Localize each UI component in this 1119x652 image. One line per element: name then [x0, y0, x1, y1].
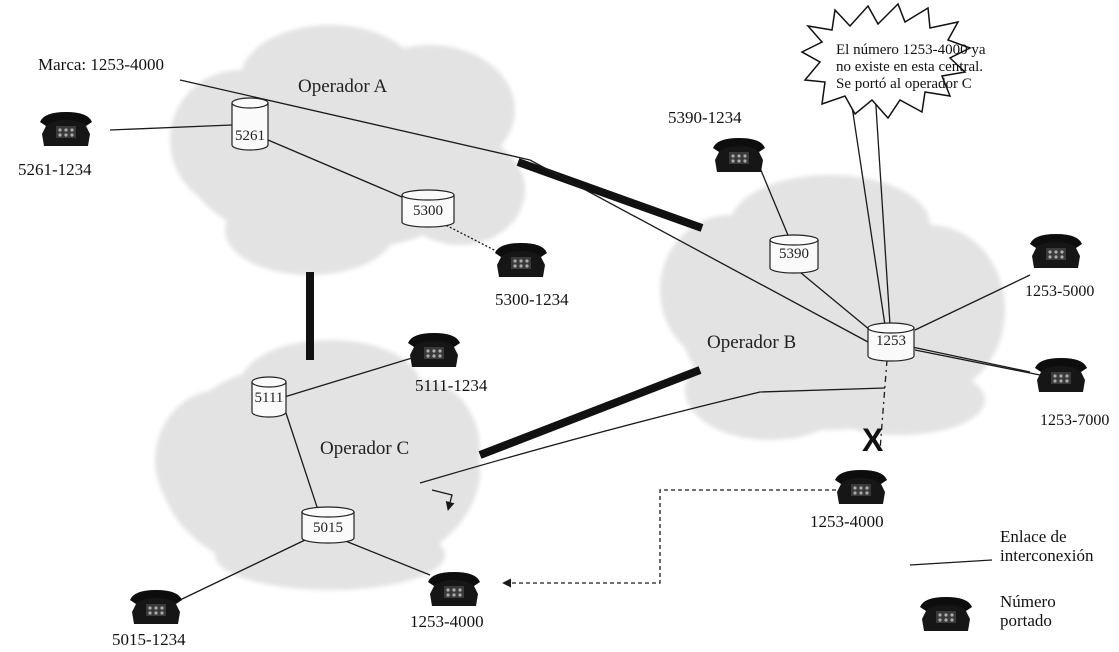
cloud-operador-b: [660, 175, 1005, 440]
port-route: [419, 387, 886, 484]
phone-label-1253-4000-original: 1253-4000: [810, 512, 884, 531]
phone-label-1253-4000-ported: 1253-4000: [410, 612, 484, 631]
callout-line-3: Se portó al operador C: [836, 76, 972, 92]
link-break-mark: X: [862, 422, 884, 458]
callout-line-1: El número 1253-4000 ya: [836, 42, 986, 58]
switch-label-5390: 5390: [779, 246, 809, 262]
callout-burst: [800, 2, 972, 120]
phone-label-5111-1234: 5111-1234: [415, 376, 488, 395]
cloud-label-operador-b: Operador B: [707, 332, 797, 353]
legend-ported-line-1: Número: [1000, 592, 1056, 611]
phone-icon: [495, 243, 547, 277]
callout-line-2: no existe en esta central.: [836, 59, 984, 75]
phone-icon: [408, 333, 460, 367]
switch-label-5300: 5300: [413, 203, 443, 219]
cloud-operador-c: [155, 340, 480, 590]
dial-route: [179, 79, 869, 343]
legend-line: [909, 559, 993, 566]
phone-label-5261-1234: 5261-1234: [18, 160, 92, 179]
cloud-operador-a: [170, 25, 525, 275]
legend-link-line-2: interconexión: [1000, 546, 1094, 565]
phone-icon: [713, 138, 765, 172]
switch-label-5015: 5015: [313, 520, 343, 536]
phone-label-1253-5000: 1253-5000: [1025, 283, 1095, 300]
switch-5015: [301, 506, 355, 544]
phone-label-5390-1234: 5390-1234: [668, 108, 742, 127]
connection-lines: [109, 59, 1041, 601]
switch-label-5111: 5111: [254, 390, 284, 406]
phone-label-5015-1234: 5015-1234: [112, 630, 186, 649]
cloud-label-operador-c: Operador C: [320, 438, 410, 459]
switch-5261: [231, 97, 269, 151]
legend-link-line-1: Enlace de: [1000, 527, 1067, 546]
phone-icon: [40, 112, 92, 146]
phone-label-1253-7000: 1253-7000: [1040, 412, 1110, 429]
link-a-b: [516, 158, 704, 232]
phone-icon: [835, 470, 887, 504]
phone-icon: [1035, 358, 1087, 392]
switch-1253: [867, 322, 915, 362]
cloud-label-operador-a: Operador A: [298, 76, 388, 97]
link-c-b: [478, 366, 702, 459]
legend-link-label: Enlace de interconexión: [1000, 527, 1093, 565]
switch-5111: [251, 376, 287, 418]
switch-label-5261: 5261: [235, 128, 265, 144]
phone-label-5300-1234: 5300-1234: [495, 290, 569, 309]
legend-ported-line-2: portado: [1000, 611, 1052, 630]
interconnect-links: [306, 158, 704, 459]
legend-ported-label: Número portado: [1000, 592, 1056, 630]
dial-label: Marca: 1253-4000: [38, 55, 165, 74]
phone-icon: [428, 572, 480, 606]
switch-label-1253: 1253: [876, 333, 906, 349]
callout-text: El número 1253-4000 ya no existe en esta…: [836, 42, 986, 93]
phone-icon: [130, 590, 182, 624]
switch-5300: [401, 189, 455, 228]
switch-5390: [769, 234, 819, 274]
legend-phone-icon: [920, 597, 972, 631]
phone-icon: [1030, 234, 1082, 268]
